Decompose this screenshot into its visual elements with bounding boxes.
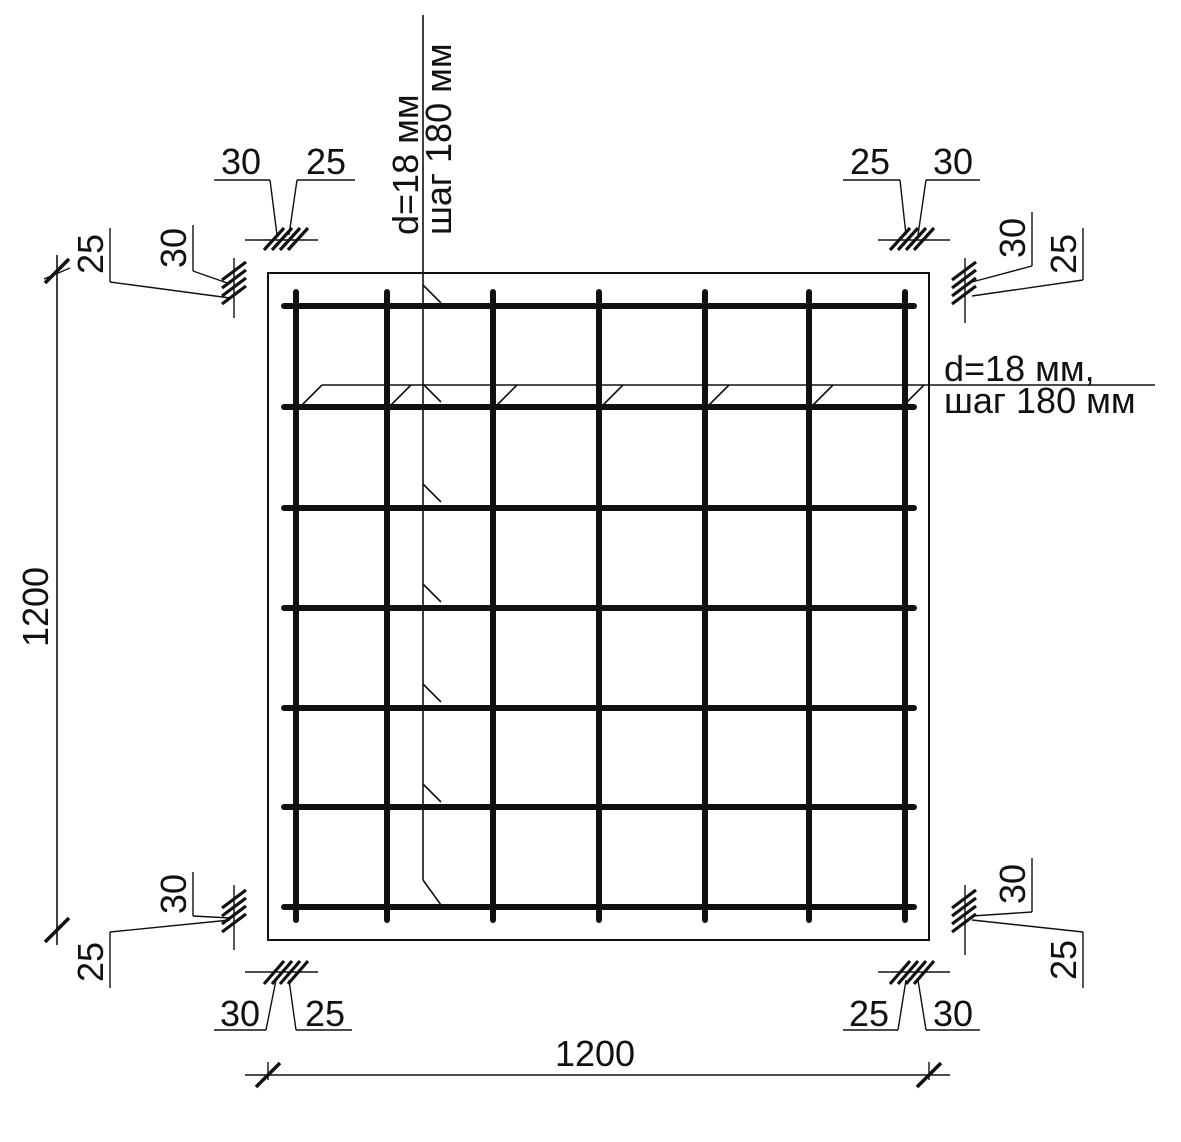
corner-bottom-right-marks [843, 858, 1084, 1031]
corner-bottom-left-cover-b: 25 [305, 993, 345, 1034]
height-dimension-value: 1200 [15, 567, 56, 647]
horizontal-bars-spacing-label: шаг 180 мм [944, 380, 1136, 421]
width-dimension [245, 1061, 950, 1089]
vertical-bars-diameter-label: d=18 мм [385, 94, 426, 235]
vertical-bars-leader [422, 15, 442, 906]
vertical-bars-spacing-label: шаг 180 мм [418, 43, 459, 235]
corner-top-left-side-a: 25 [70, 234, 111, 274]
width-dimension-value: 1200 [555, 1033, 635, 1074]
corner-bottom-left-cover-a: 30 [220, 993, 260, 1034]
slab-outline [267, 272, 930, 941]
corner-bottom-right-cover-b: 30 [933, 993, 973, 1034]
horizontal-bars-leader [301, 384, 1155, 406]
corner-bottom-right-cover-a: 25 [849, 993, 889, 1034]
height-dimension [43, 255, 71, 945]
corner-top-right-side-b: 25 [1043, 234, 1084, 274]
corner-bottom-left-marks [109, 872, 352, 1031]
corner-top-left-cover-b: 25 [306, 141, 346, 182]
corner-top-right-marks [843, 179, 1084, 323]
corner-top-left-side-b: 30 [153, 228, 194, 268]
corner-top-left-marks [109, 179, 355, 318]
corner-bottom-left-side-a: 30 [153, 874, 194, 914]
corner-top-right-cover-a: 25 [850, 141, 890, 182]
corner-bottom-right-side-a: 30 [992, 864, 1033, 904]
horizontal-bars-diameter-label: d=18 мм, [944, 348, 1095, 389]
corner-top-left-cover-a: 30 [221, 141, 261, 182]
corner-bottom-right-side-b: 25 [1043, 940, 1084, 980]
corner-top-right-side-a: 30 [992, 218, 1033, 258]
corner-bottom-left-side-b: 25 [70, 942, 111, 982]
corner-top-right-cover-b: 30 [933, 141, 973, 182]
rebar-vertical-bars [293, 289, 908, 923]
